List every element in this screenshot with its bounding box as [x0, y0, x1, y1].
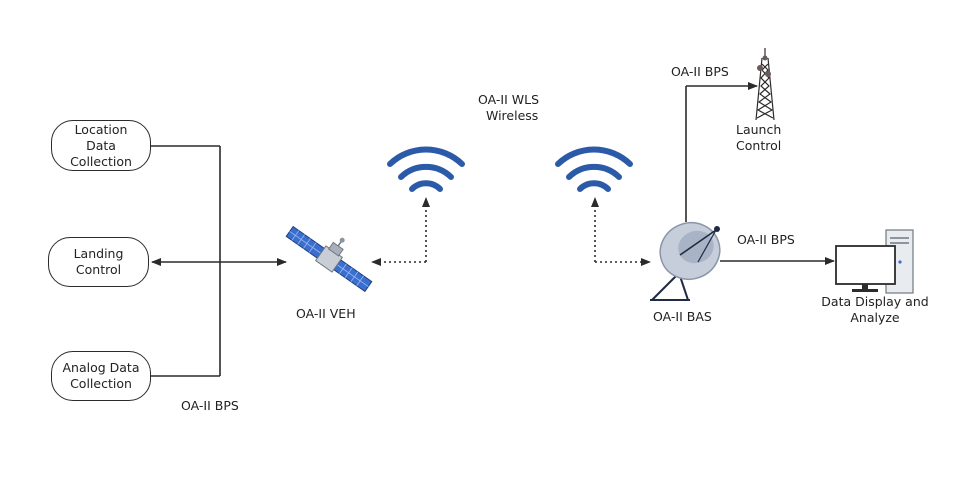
- wls-link-label: OA-II WLS: [478, 92, 540, 107]
- bps-link-label-top: OA-II BPS: [671, 64, 729, 79]
- landing-control-label: Landing Control: [73, 246, 124, 277]
- satellite-icon: [285, 225, 373, 293]
- vehicle-label: OA-II VEH: [296, 306, 356, 321]
- data-display-label: Data Display and Analyze: [821, 294, 929, 325]
- bus-connector: [150, 145, 287, 377]
- wifi-icon: [555, 146, 633, 192]
- dotted-link-vehicle: [371, 197, 430, 266]
- location-data-collection-label: Location Data Collection: [70, 121, 132, 169]
- analog-data-collection-node: Analog Data Collection: [51, 351, 151, 401]
- dotted-link-base: [591, 197, 651, 266]
- satellite-dish-icon: [650, 222, 721, 301]
- analog-data-collection-label: Analog Data Collection: [62, 360, 140, 391]
- computer-icon: [835, 229, 914, 294]
- wireless-label: Wireless: [486, 108, 539, 123]
- tower-icon: [755, 48, 775, 121]
- link-base-to-launch: [685, 82, 758, 222]
- bps-link-label-right: OA-II BPS: [737, 232, 795, 247]
- wifi-icon: [387, 146, 465, 192]
- base-station-label: OA-II BAS: [653, 309, 712, 324]
- bps-link-label-left: OA-II BPS: [181, 398, 239, 413]
- location-data-collection-node: Location Data Collection: [51, 120, 151, 171]
- launch-control-label: Launch Control: [736, 122, 782, 153]
- landing-control-node: Landing Control: [48, 237, 149, 287]
